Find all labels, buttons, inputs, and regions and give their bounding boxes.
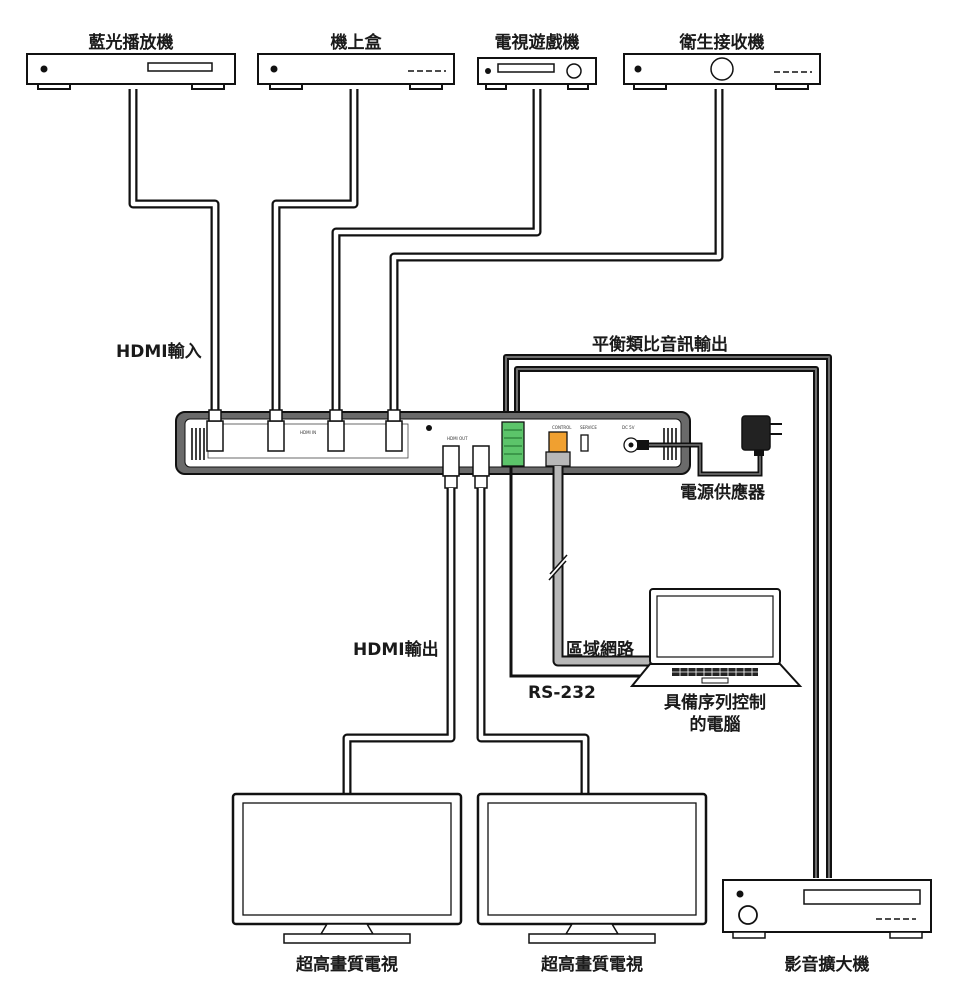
satellite-receiver [623,53,821,90]
svg-text:HDMI OUT: HDMI OUT [447,436,468,441]
svg-text:HDMI IN: HDMI IN [300,430,316,435]
label-satellite-receiver: 衛生接收機 [679,33,765,53]
svg-text:DC 5V: DC 5V [622,425,635,430]
label-hdmi-output: HDMI輸出 [353,640,439,660]
lan-cable [546,466,650,667]
bluray-player [26,53,236,90]
label-lan: 區域網路 [566,640,634,660]
hdmi-output-cables [342,488,590,794]
label-bluray: 藍光播放機 [88,33,174,53]
label-hdmi-input: HDMI輸入 [116,342,202,362]
set-top-box [257,53,455,90]
label-power-supply: 電源供應器 [680,483,765,503]
laptop-computer [629,588,803,687]
av-amplifier [722,879,932,939]
label-computer-line2: 的電腦 [689,715,741,735]
hdmi-input-cables [128,89,724,410]
power-adapter [649,415,782,477]
label-tv-right: 超高畫質電視 [541,955,643,975]
balanced-audio-cable [503,354,832,878]
label-game-console: 電視遊戲機 [494,33,580,53]
rs232-cable [509,466,668,678]
main-device: HDMI IN HDMI OUT CONTROL SERVICE DC 5V [175,409,691,489]
label-computer-line1: 具備序列控制 [664,693,766,713]
label-tv-left: 超高畫質電視 [296,955,398,975]
label-amplifier: 影音擴大機 [784,955,870,975]
tv-right [476,792,708,944]
svg-text:SERVICE: SERVICE [580,425,597,430]
game-console [477,57,597,90]
svg-text:CONTROL: CONTROL [552,425,572,430]
label-rs232: RS-232 [528,683,596,703]
label-settop-box: 機上盒 [330,33,382,53]
label-balanced-audio-out: 平衡類比音訊輸出 [592,335,728,355]
tv-left [231,792,463,944]
